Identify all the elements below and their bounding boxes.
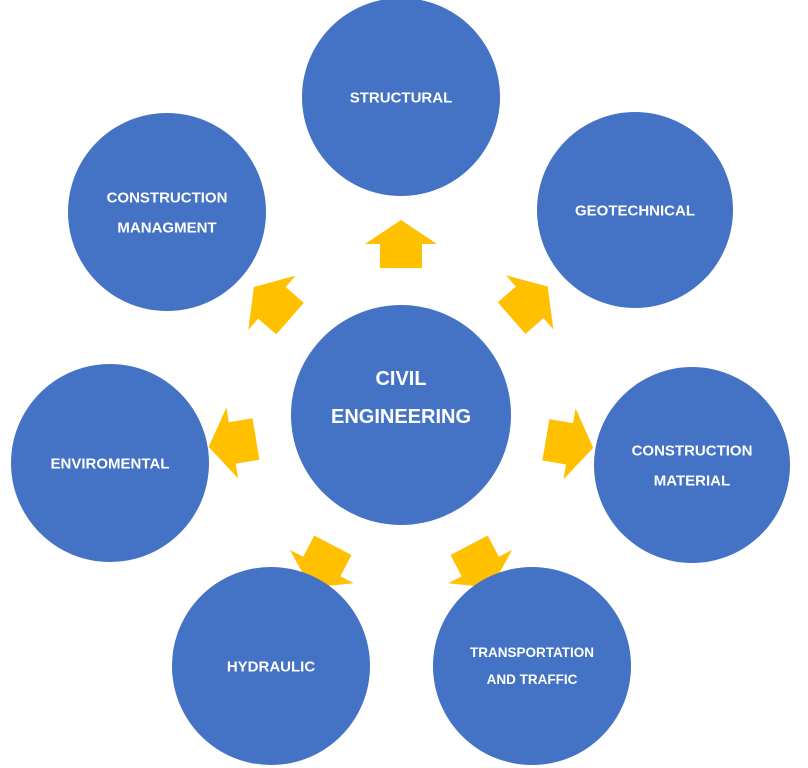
branch-label: TRANSPORTATION — [470, 645, 594, 660]
branch-label: STRUCTURAL — [350, 89, 453, 106]
center-label-line-2: ENGINEERING — [331, 406, 471, 428]
branch-label: HYDRAULIC — [227, 658, 315, 675]
branch-label: MANAGMENT — [117, 219, 216, 236]
branch-circle — [172, 567, 370, 765]
center-circle — [291, 305, 511, 525]
branch-circle — [302, 0, 500, 196]
branch-node: CONSTRUCTION MATERIAL — [594, 367, 790, 563]
branch-label: MATERIAL — [654, 472, 730, 489]
branch-circle — [594, 367, 790, 563]
branch-node: ENVIROMENTAL — [11, 364, 209, 562]
branch-circle — [537, 112, 733, 308]
branch-circle — [11, 364, 209, 562]
branch-node: STRUCTURAL — [302, 0, 500, 196]
branch-node: HYDRAULIC — [172, 567, 370, 765]
branch-circle — [433, 567, 631, 765]
branch-circle — [68, 113, 266, 311]
arrow-icon — [542, 408, 594, 480]
branch-label: GEOTECHNICAL — [575, 202, 695, 219]
branch-node: GEOTECHNICAL — [537, 112, 733, 308]
branch-node: TRANSPORTATION AND TRAFFIC — [433, 567, 631, 765]
branch-label: CONSTRUCTION — [107, 189, 228, 206]
branch-label: CONSTRUCTION — [632, 442, 753, 459]
arrow-icon — [248, 275, 304, 335]
branch-node: CONSTRUCTION MANAGMENT — [68, 113, 266, 311]
center-label-line-1: CIVIL — [375, 368, 426, 390]
branch-label: ENVIROMENTAL — [51, 455, 170, 472]
arrow-icon — [497, 275, 554, 334]
arrow-icon — [208, 407, 260, 479]
center-node: CIVIL ENGINEERING — [291, 305, 511, 525]
branch-label: AND TRAFFIC — [487, 672, 578, 687]
arrow-icon — [365, 220, 437, 268]
